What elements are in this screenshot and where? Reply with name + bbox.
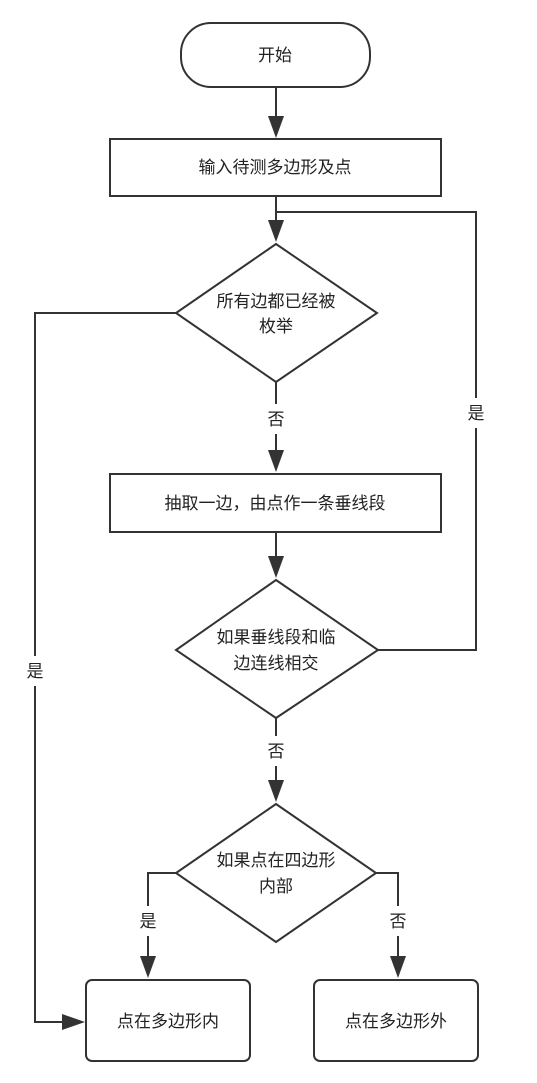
start-node: 开始 [180, 22, 371, 88]
intersect-label-line2: 边连线相交 [234, 654, 319, 674]
arrow-enum-take [268, 450, 284, 472]
arrow-quad-outside [390, 956, 406, 978]
take-edge-process [109, 473, 442, 533]
enum-diamond [174, 242, 379, 384]
arrow-take-intersect [268, 556, 284, 578]
edge-labels: 否 是 是 否 是 否 [21, 398, 490, 936]
arrow-quad-inside [140, 956, 156, 978]
take-edge-label: 抽取一边，由点作一条垂线段 [165, 494, 386, 514]
quad-label-line2: 内部 [259, 877, 293, 897]
take-edge-node: 抽取一边，由点作一条垂线段 [109, 473, 442, 533]
label-enum-no: 否 [268, 410, 285, 430]
inside-node: 点在多边形内 [85, 979, 251, 1062]
enum-label-line1: 所有边都已经被 [217, 292, 336, 312]
quad-decision: 如果点在四边形 内部 [174, 802, 378, 944]
intersect-diamond [174, 578, 380, 720]
label-intersect-yes: 是 [468, 404, 485, 424]
inside-label: 点在多边形内 [117, 1012, 219, 1032]
input-process [109, 138, 442, 197]
label-quad-yes: 是 [140, 912, 157, 932]
start-label: 开始 [258, 46, 292, 66]
outside-label: 点在多边形外 [345, 1012, 447, 1032]
enum-decision: 所有边都已经被 枚举 [174, 242, 379, 384]
connector-intersect-loop [276, 211, 477, 651]
arrow-input-enum [268, 220, 284, 242]
arrow-intersect-quad [268, 780, 284, 802]
quad-diamond [174, 802, 378, 944]
input-label: 输入待测多边形及点 [199, 158, 352, 178]
outside-node: 点在多边形外 [313, 979, 479, 1062]
outside-terminal [313, 979, 479, 1062]
intersect-label-line1: 如果垂线段和临 [217, 628, 336, 648]
arrow-start-input [268, 116, 284, 138]
enum-label-line2: 枚举 [259, 317, 293, 337]
inside-terminal [85, 979, 251, 1062]
quad-label-line1: 如果点在四边形 [217, 851, 336, 871]
label-quad-no: 否 [390, 912, 407, 932]
label-intersect-no: 否 [268, 742, 285, 762]
start-terminal [180, 22, 371, 88]
input-node: 输入待测多边形及点 [109, 138, 442, 197]
label-enum-yes: 是 [27, 662, 44, 682]
intersect-decision: 如果垂线段和临 边连线相交 [174, 578, 380, 720]
arrow-enum-inside [62, 1014, 85, 1030]
